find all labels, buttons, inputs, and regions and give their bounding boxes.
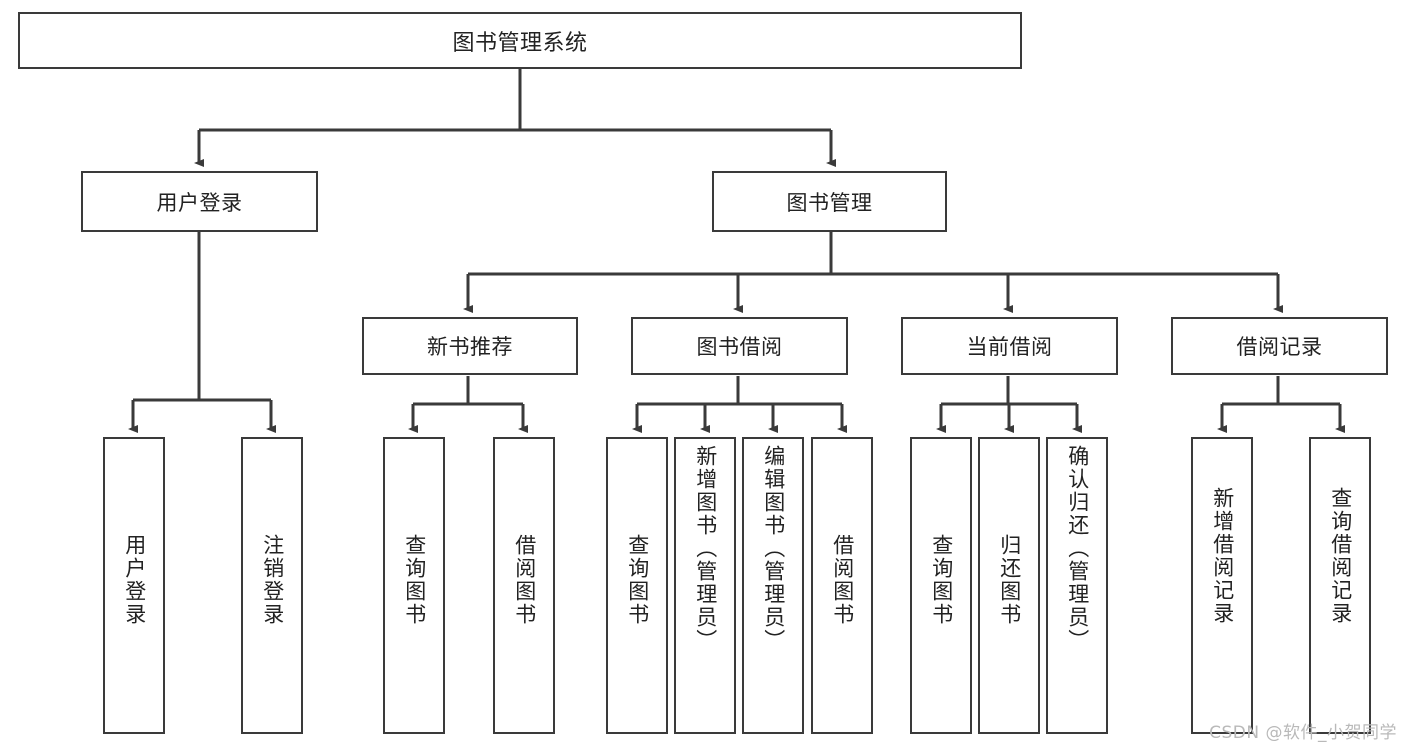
node-label: 用户登录: [156, 190, 243, 215]
node-book-management[interactable]: 图书管理: [712, 171, 947, 232]
leaf-return-book[interactable]: 归还图书: [978, 437, 1040, 734]
leaf-label: 新增借阅记录: [1210, 487, 1235, 625]
leaf-query-book-borrow[interactable]: 查询图书: [606, 437, 668, 734]
node-current-borrow[interactable]: 当前借阅: [901, 317, 1118, 375]
leaf-label: 用户登录: [122, 534, 147, 626]
node-user-login[interactable]: 用户登录: [81, 171, 318, 232]
node-label: 当前借阅: [966, 335, 1053, 359]
leaf-label: 查询借阅记录: [1328, 487, 1353, 625]
node-book-borrow[interactable]: 图书借阅: [631, 317, 848, 375]
node-label: 图书管理系统: [452, 30, 588, 56]
leaf-logout[interactable]: 注销登录: [241, 437, 303, 734]
node-borrow-record[interactable]: 借阅记录: [1171, 317, 1388, 375]
node-label: 借阅记录: [1236, 335, 1323, 359]
leaf-borrow-book[interactable]: 借阅图书: [811, 437, 873, 734]
node-label: 新书推荐: [427, 335, 513, 359]
leaf-label: 确认归还（管理员）: [1065, 445, 1090, 652]
leaf-label: 注销登录: [260, 534, 285, 626]
leaf-query-book-recommend[interactable]: 查询图书: [383, 437, 445, 734]
leaf-confirm-return-admin[interactable]: 确认归还（管理员）: [1046, 437, 1108, 734]
leaf-label: 借阅图书: [830, 534, 855, 626]
node-label: 图书借阅: [696, 335, 783, 359]
leaf-label: 查询图书: [402, 534, 427, 626]
node-label: 图书管理: [786, 190, 873, 215]
leaf-label: 新增图书（管理员）: [693, 445, 718, 652]
leaf-edit-book-admin[interactable]: 编辑图书（管理员）: [742, 437, 804, 734]
leaf-label: 归还图书: [997, 534, 1022, 626]
csdn-watermark: CSDN @软件_小贺同学: [1209, 723, 1397, 743]
leaf-label: 查询图书: [625, 534, 650, 626]
leaf-user-login[interactable]: 用户登录: [103, 437, 165, 734]
leaf-label: 查询图书: [929, 534, 954, 626]
node-root-book-management-system[interactable]: 图书管理系统: [18, 12, 1022, 69]
node-new-book-recommend[interactable]: 新书推荐: [362, 317, 578, 375]
leaf-borrow-book-recommend[interactable]: 借阅图书: [493, 437, 555, 734]
leaf-label: 编辑图书（管理员）: [761, 445, 786, 652]
leaf-query-borrow-record[interactable]: 查询借阅记录: [1309, 437, 1371, 734]
leaf-query-book-current[interactable]: 查询图书: [910, 437, 972, 734]
leaf-add-book-admin[interactable]: 新增图书（管理员）: [674, 437, 736, 734]
leaf-add-borrow-record[interactable]: 新增借阅记录: [1191, 437, 1253, 734]
leaf-label: 借阅图书: [512, 534, 537, 626]
